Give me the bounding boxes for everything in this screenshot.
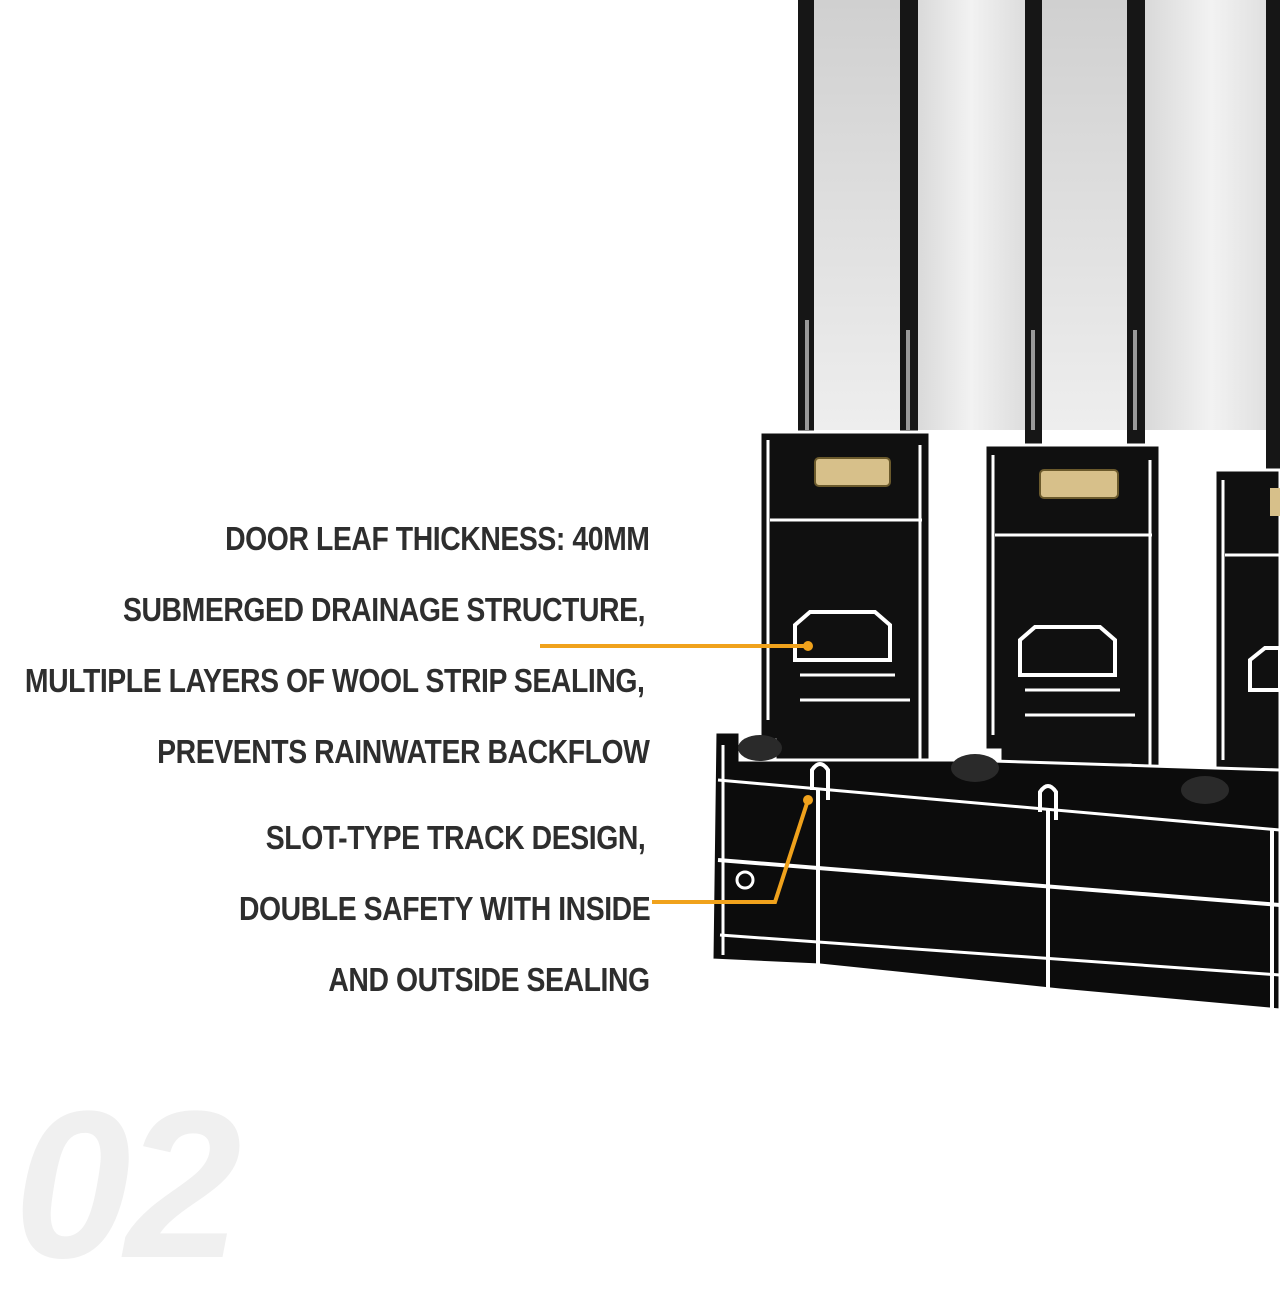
sash-frames <box>758 430 1280 792</box>
feature-door-leaf-thickness: DOOR LEAF THICKNESS: 40MM <box>225 520 651 557</box>
feature-inside-outside-sealing: AND OUTSIDE SEALING <box>328 961 651 998</box>
callout-dot-drainage <box>803 641 813 651</box>
feature-prevents-backflow: PREVENTS RAINWATER BACKFLOW <box>157 733 651 770</box>
glass-panes <box>812 0 1280 430</box>
glazing-bars <box>798 0 1280 505</box>
feature-wool-strip-sealing: MULTIPLE LAYERS OF WOOL STRIP SEALING, <box>25 662 645 699</box>
callout-dot-track <box>803 795 813 805</box>
feature-double-safety: DOUBLE SAFETY WITH INSIDE <box>238 890 651 927</box>
section-number: 02 <box>14 1067 242 1302</box>
track-frame <box>710 730 1280 1012</box>
callout-line-track <box>652 799 810 904</box>
callout-lines <box>540 644 810 904</box>
feature-drainage-structure: SUBMERGED DRAINAGE STRUCTURE, <box>122 591 645 628</box>
feature-slot-track-design: SLOT-TYPE TRACK DESIGN, <box>265 819 645 856</box>
